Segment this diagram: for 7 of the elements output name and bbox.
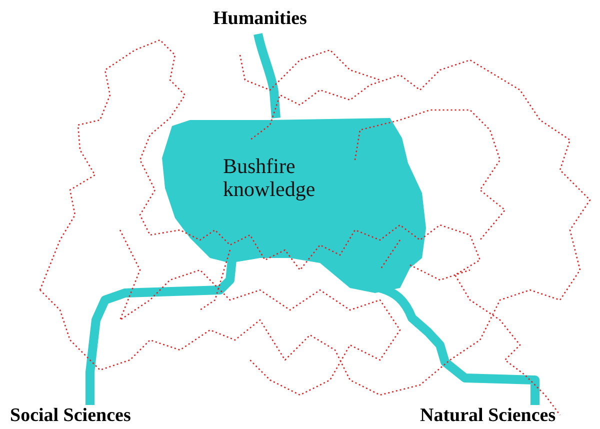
discipline-label: Social Sciences <box>10 405 166 429</box>
connector-line <box>254 33 280 118</box>
knowledge-blob <box>162 118 426 293</box>
connector-line <box>86 260 236 405</box>
discipline-label: Humanities <box>213 8 329 32</box>
discipline-label: Natural Sciences <box>420 405 594 429</box>
node-label: Bushfire knowledge <box>223 154 316 202</box>
